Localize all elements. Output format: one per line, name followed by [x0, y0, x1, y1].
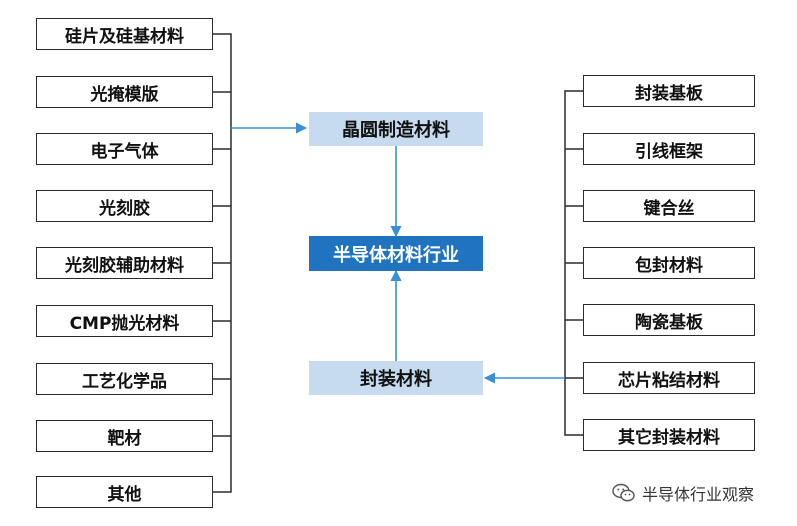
left-item-box: 光刻胶辅助材料 — [36, 247, 213, 279]
left-item-box: 电子气体 — [36, 133, 213, 165]
watermark-text: 半导体行业观察 — [642, 485, 755, 504]
right-item-box: 引线框架 — [583, 133, 755, 165]
right-item-box: 封装基板 — [583, 75, 755, 107]
left-item-box: 光掩模版 — [36, 76, 213, 108]
left-item-box: 其他 — [36, 476, 213, 508]
left-item-box: 硅片及硅基材料 — [36, 18, 213, 50]
left-item-box: CMP抛光材料 — [36, 305, 213, 337]
right-item-box: 其它封装材料 — [583, 419, 755, 451]
right-ticks — [565, 148, 583, 379]
right-item-box: 陶瓷基板 — [583, 304, 755, 336]
left-item-box: 靶材 — [36, 420, 213, 452]
right-item-box: 键合丝 — [583, 190, 755, 222]
wechat-icon — [612, 483, 636, 503]
wafer-materials-node: 晶圆制造材料 — [309, 112, 483, 146]
left-ticks — [213, 91, 231, 437]
left-item-box: 光刻胶 — [36, 190, 213, 222]
right-item-box: 包封材料 — [583, 247, 755, 279]
semiconductor-industry-node: 半导体材料行业 — [309, 236, 483, 271]
left-item-box: 工艺化学品 — [36, 363, 213, 395]
watermark: 半导体行业观察 — [612, 481, 754, 505]
packaging-materials-node: 封装材料 — [309, 361, 483, 395]
right-item-box: 芯片粘结材料 — [583, 362, 755, 394]
